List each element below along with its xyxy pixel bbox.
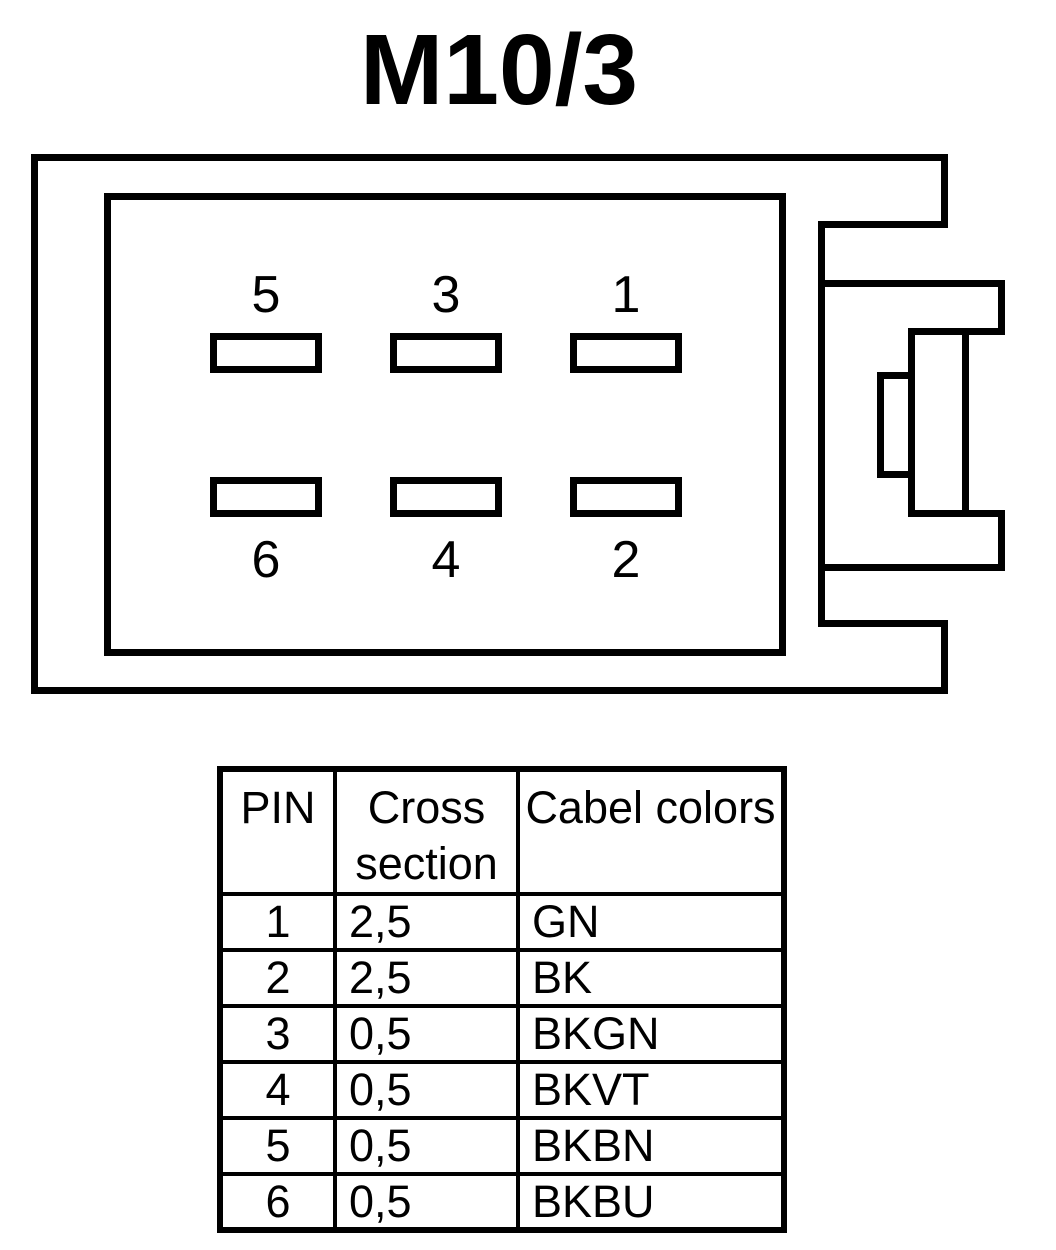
pin-label-2: 2 <box>611 531 641 589</box>
pin-label-4: 4 <box>431 531 461 589</box>
cell-pin: 6 <box>218 1172 337 1232</box>
table-row: 1 2,5 GN <box>218 892 786 952</box>
cell-cross-section: 0,5 <box>333 1060 520 1120</box>
cell-pin: 5 <box>218 1116 337 1176</box>
header-cable-colors: Cabel colors <box>516 767 786 896</box>
pin-label-5: 5 <box>251 266 281 324</box>
cell-pin: 3 <box>218 1004 337 1064</box>
cell-cross-section: 0,5 <box>333 1172 520 1232</box>
cell-cross-section: 2,5 <box>333 892 520 952</box>
pin-cavity-5 <box>210 333 322 373</box>
pin-cavity-2 <box>570 477 682 517</box>
cell-cross-section: 0,5 <box>333 1116 520 1176</box>
cell-pin: 1 <box>218 892 337 952</box>
cell-cable-color: BKVT <box>516 1060 786 1120</box>
cell-cable-color: BK <box>516 948 786 1008</box>
table-row: 4 0,5 BKVT <box>218 1060 786 1120</box>
cell-cable-color: BKBU <box>516 1172 786 1232</box>
pin-cavity-3 <box>390 333 502 373</box>
header-cross-section: Cross section <box>333 767 520 896</box>
pin-cavity-6 <box>210 477 322 517</box>
table-row: 6 0,5 BKBU <box>218 1172 786 1232</box>
header-pin: PIN <box>218 767 337 896</box>
table-header-row: PIN Cross section Cabel colors <box>218 767 786 896</box>
cell-cable-color: GN <box>516 892 786 952</box>
pin-label-3: 3 <box>431 266 461 324</box>
connector-inner-frame <box>104 193 786 656</box>
cell-cable-color: BKBN <box>516 1116 786 1176</box>
pin-table: PIN Cross section Cabel colors 1 2,5 GN … <box>217 766 787 1233</box>
table-row: 3 0,5 BKGN <box>218 1004 786 1064</box>
cell-cross-section: 0,5 <box>333 1004 520 1064</box>
latch-tab-rect <box>877 372 915 478</box>
connector-body-outline <box>31 154 948 694</box>
diagram-title: M10/3 <box>360 14 638 126</box>
connector-diagram <box>31 154 1005 694</box>
pin-label-1: 1 <box>611 266 641 324</box>
cell-pin: 2 <box>218 948 337 1008</box>
table-row: 2 2,5 BK <box>218 948 786 1008</box>
cell-cable-color: BKGN <box>516 1004 786 1064</box>
cell-pin: 4 <box>218 1060 337 1120</box>
pin-label-6: 6 <box>251 531 281 589</box>
pin-cavity-1 <box>570 333 682 373</box>
table-row: 5 0,5 BKBN <box>218 1116 786 1176</box>
cell-cross-section: 2,5 <box>333 948 520 1008</box>
pin-cavity-4 <box>390 477 502 517</box>
